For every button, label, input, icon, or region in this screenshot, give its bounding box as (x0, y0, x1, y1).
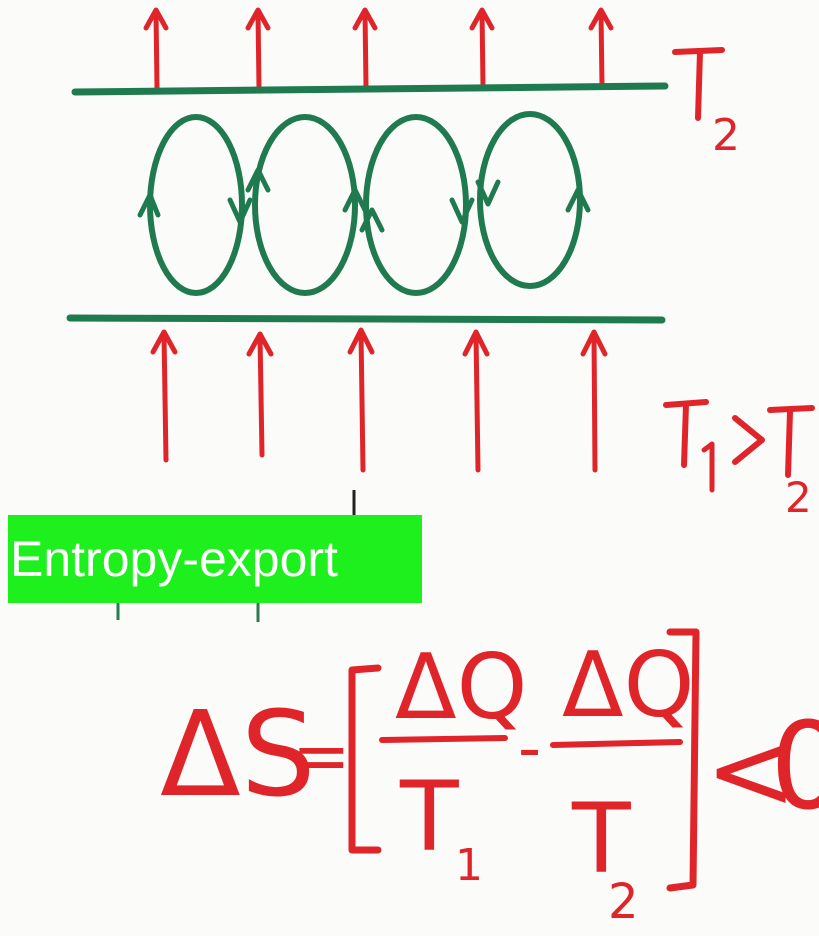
right-bracket (666, 628, 700, 892)
equation-minus: - (518, 712, 541, 786)
relation-left-subscript: 1 (0, 0, 1, 1)
partial-sketch-marks (116, 490, 356, 622)
relation-left: T (0, 0, 1, 1)
fraction1-denominator: T (399, 761, 459, 873)
relation-right: T (0, 0, 1, 1)
convection-roll (137, 114, 253, 296)
convection-roll (359, 114, 475, 296)
bottom-arrow (347, 327, 375, 473)
entropy-equation: ΔS = ΔQ T 1 - ΔQ T 2 < 0 (160, 628, 819, 930)
equation-rhs: 0 (770, 698, 819, 837)
left-bracket (348, 664, 382, 854)
equation-equals: = (292, 715, 351, 797)
fraction2-denominator: T (571, 783, 631, 895)
top-heat-arrows (143, 7, 614, 91)
bottom-arrow (462, 329, 490, 473)
top-arrow (143, 7, 169, 91)
bottom-arrow (246, 331, 274, 458)
top-plate (71, 82, 669, 96)
fraction1-bar (379, 735, 508, 743)
relation-operator: > (0, 0, 1, 1)
temperature-relation-label: 2 T 1 > T (0, 0, 815, 522)
top-arrow (588, 7, 614, 89)
fraction2-subscript: 2 (608, 874, 639, 930)
top-arrow (245, 7, 271, 91)
fraction2-bar (550, 739, 683, 748)
equation-relation: < (705, 706, 797, 834)
convection-roll (245, 114, 368, 296)
top-arrow (352, 7, 378, 89)
relation-right-subscript: 2 (785, 473, 812, 522)
fraction2-numerator: ΔQ (562, 633, 694, 738)
equation-lhs: ΔS (160, 685, 316, 823)
bottom-heat-arrows (150, 327, 608, 473)
bottom-arrow (580, 329, 608, 473)
top-arrow (469, 7, 495, 89)
top-temperature-subscript: 2 (712, 110, 740, 161)
top-temperature-symbol: T (0, 0, 1, 1)
bottom-arrow (150, 329, 178, 463)
fraction1-subscript: 1 (455, 840, 483, 891)
convection-roll (475, 111, 591, 289)
entropy-export-caption: Entropy-export (8, 515, 422, 603)
top-temperature-label: 2 T (0, 0, 740, 161)
convection-rolls (137, 111, 591, 296)
fraction1-numerator: ΔQ (395, 635, 527, 740)
bottom-plate (66, 314, 666, 324)
